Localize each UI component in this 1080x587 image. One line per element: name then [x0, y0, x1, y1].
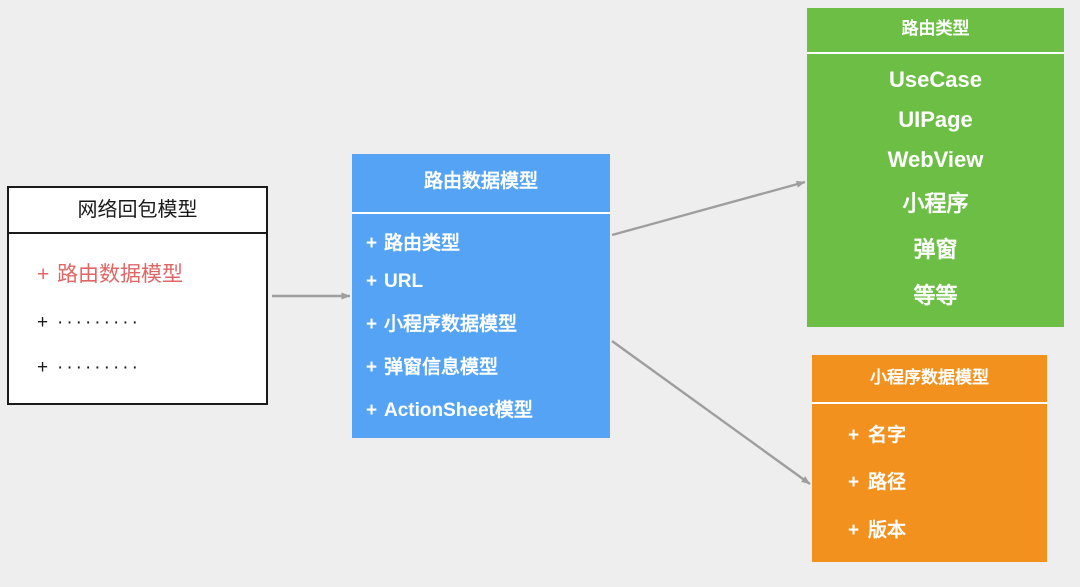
- attribute-label: 路径: [868, 472, 907, 494]
- attribute-label: 小程序数据模型: [384, 314, 518, 335]
- arrow-route-to-routetype: [611, 180, 806, 237]
- attribute-row: + 弹窗信息模型: [366, 352, 610, 379]
- enum-value-row: 等等: [913, 283, 958, 309]
- visibility-plus-icon: +: [366, 314, 378, 335]
- attribute-label: 弹窗信息模型: [384, 357, 499, 378]
- attribute-row: + ·········: [37, 357, 266, 379]
- class-box-title: 网络回包模型: [9, 188, 266, 234]
- attribute-row: + ·········: [37, 312, 266, 334]
- arrow-route-to-miniprogram: [611, 340, 811, 485]
- enum-value-row: UseCase: [889, 66, 982, 92]
- attribute-label: ·········: [57, 357, 141, 379]
- attribute-label: URL: [384, 271, 424, 292]
- visibility-plus-icon: +: [848, 472, 860, 494]
- class-box-body: + 名字 + 路径 + 版本: [812, 404, 1047, 562]
- class-box-title: 路由数据模型: [352, 154, 610, 214]
- enum-value-row: 弹窗: [913, 237, 958, 263]
- visibility-plus-icon: +: [848, 519, 860, 541]
- attribute-row: + ActionSheet模型: [366, 395, 610, 422]
- class-box-body: + 路由数据模型 + ········· + ·········: [9, 234, 266, 403]
- visibility-plus-icon: +: [37, 357, 49, 379]
- class-box-title: 小程序数据模型: [812, 355, 1047, 404]
- attribute-row: + URL: [366, 271, 610, 293]
- visibility-plus-icon: +: [366, 357, 378, 378]
- enum-value-row: 小程序: [902, 191, 969, 217]
- attribute-row: + 路由数据模型: [37, 258, 266, 288]
- visibility-plus-icon: +: [37, 262, 50, 286]
- enum-value-row: WebView: [887, 146, 984, 172]
- attribute-row: + 路径: [848, 467, 1047, 494]
- attribute-label: 版本: [868, 519, 907, 541]
- class-box-title: 路由类型: [807, 8, 1064, 54]
- visibility-plus-icon: +: [366, 233, 378, 254]
- attribute-row: + 路由类型: [366, 228, 610, 255]
- class-box-route-type[interactable]: 路由类型 UseCase UIPage WebView 小程序 弹窗 等等: [807, 8, 1064, 327]
- class-box-route-data-model[interactable]: 路由数据模型 + 路由类型 + URL + 小程序数据模型 + 弹窗信息模型 + Acti…: [352, 154, 610, 438]
- visibility-plus-icon: +: [37, 311, 49, 333]
- class-box-body: UseCase UIPage WebView 小程序 弹窗 等等: [807, 54, 1064, 327]
- enum-value-row: UIPage: [898, 106, 973, 132]
- visibility-plus-icon: +: [848, 425, 860, 447]
- attribute-label: 名字: [868, 425, 907, 447]
- attribute-label: ·········: [57, 311, 141, 333]
- attribute-row: + 小程序数据模型: [366, 309, 610, 336]
- class-box-network-packet-model[interactable]: 网络回包模型 + 路由数据模型 + ········· + ·········: [7, 186, 268, 405]
- class-box-mini-program-data-model[interactable]: 小程序数据模型 + 名字 + 路径 + 版本: [812, 355, 1047, 562]
- attribute-row: + 名字: [848, 420, 1047, 447]
- attribute-label: 路由类型: [384, 233, 461, 254]
- attribute-label: ActionSheet模型: [384, 400, 533, 421]
- visibility-plus-icon: +: [366, 400, 378, 421]
- class-box-body: + 路由类型 + URL + 小程序数据模型 + 弹窗信息模型 + ActionSheet…: [352, 214, 610, 438]
- attribute-row: + 版本: [848, 515, 1047, 542]
- visibility-plus-icon: +: [366, 271, 378, 292]
- attribute-label: 路由数据模型: [57, 262, 183, 286]
